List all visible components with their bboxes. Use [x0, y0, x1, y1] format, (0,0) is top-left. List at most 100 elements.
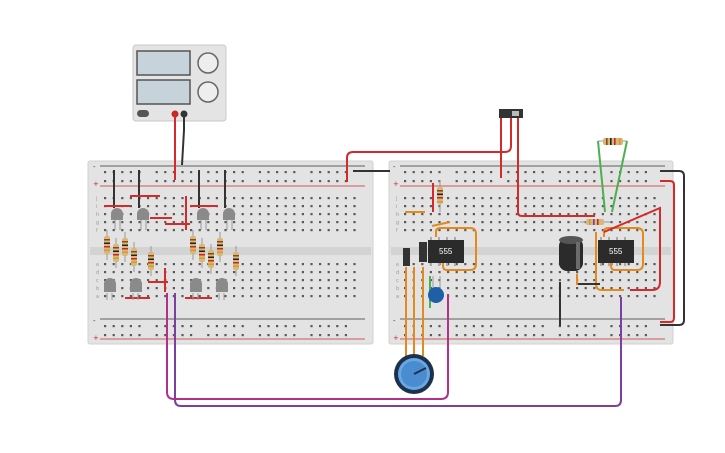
resistor[interactable] [122, 238, 128, 256]
breadboard-hole[interactable] [327, 197, 330, 200]
breadboard-hole[interactable] [558, 213, 561, 216]
breadboard-hole[interactable] [147, 197, 150, 200]
rail-hole[interactable] [541, 171, 544, 174]
rail-hole[interactable] [215, 334, 218, 337]
rail-hole[interactable] [490, 334, 493, 337]
breadboard-hole[interactable] [276, 287, 279, 290]
breadboard-hole[interactable] [455, 197, 458, 200]
breadboard-hole[interactable] [121, 279, 124, 282]
breadboard-hole[interactable] [190, 295, 193, 298]
breadboard-hole[interactable] [336, 271, 339, 274]
breadboard-hole[interactable] [447, 229, 450, 232]
breadboard-hole[interactable] [584, 271, 587, 274]
resistor[interactable] [208, 250, 214, 268]
breadboard-hole[interactable] [653, 295, 656, 298]
resistor[interactable] [217, 238, 223, 256]
breadboard-hole[interactable] [336, 205, 339, 208]
breadboard-hole[interactable] [172, 205, 175, 208]
breadboard-hole[interactable] [319, 229, 322, 232]
rail-hole[interactable] [284, 334, 287, 337]
breadboard-hole[interactable] [319, 205, 322, 208]
rail-hole[interactable] [155, 171, 158, 174]
rail-hole[interactable] [121, 180, 124, 183]
breadboard-hole[interactable] [190, 197, 193, 200]
breadboard-hole[interactable] [301, 295, 304, 298]
breadboard-hole[interactable] [155, 287, 158, 290]
rail-hole[interactable] [284, 325, 287, 328]
led[interactable] [111, 208, 123, 230]
breadboard-hole[interactable] [498, 205, 501, 208]
breadboard-hole[interactable] [293, 271, 296, 274]
breadboard-hole[interactable] [627, 287, 630, 290]
breadboard-hole[interactable] [412, 205, 415, 208]
rail-hole[interactable] [464, 171, 467, 174]
breadboard-hole[interactable] [412, 229, 415, 232]
breadboard-hole[interactable] [507, 213, 510, 216]
breadboard-hole[interactable] [112, 229, 115, 232]
breadboard-hole[interactable] [224, 229, 227, 232]
rail-hole[interactable] [104, 171, 107, 174]
breadboard-hole[interactable] [276, 205, 279, 208]
breadboard-hole[interactable] [593, 229, 596, 232]
breadboard-hole[interactable] [541, 229, 544, 232]
rail-hole[interactable] [558, 334, 561, 337]
rail-hole[interactable] [515, 325, 518, 328]
breadboard-hole[interactable] [250, 229, 253, 232]
breadboard-hole[interactable] [593, 271, 596, 274]
breadboard-hole[interactable] [524, 221, 527, 224]
breadboard-hole[interactable] [233, 271, 236, 274]
breadboard-hole[interactable] [541, 271, 544, 274]
rail-hole[interactable] [344, 180, 347, 183]
breadboard-hole[interactable] [576, 213, 579, 216]
breadboard-hole[interactable] [636, 197, 639, 200]
breadboard-hole[interactable] [490, 213, 493, 216]
breadboard-hole[interactable] [250, 287, 253, 290]
breadboard-hole[interactable] [558, 229, 561, 232]
rail-hole[interactable] [464, 334, 467, 337]
rail-hole[interactable] [284, 180, 287, 183]
breadboard-hole[interactable] [129, 271, 132, 274]
breadboard-hole[interactable] [181, 271, 184, 274]
breadboard-hole[interactable] [567, 213, 570, 216]
breadboard-hole[interactable] [653, 197, 656, 200]
breadboard-hole[interactable] [404, 205, 407, 208]
rail-hole[interactable] [336, 334, 339, 337]
breadboard-hole[interactable] [653, 205, 656, 208]
rail-hole[interactable] [155, 180, 158, 183]
breadboard-hole[interactable] [619, 279, 622, 282]
breadboard-hole[interactable] [301, 229, 304, 232]
breadboard-hole[interactable] [490, 295, 493, 298]
breadboard-hole[interactable] [336, 229, 339, 232]
breadboard-hole[interactable] [481, 229, 484, 232]
breadboard-hole[interactable] [215, 229, 218, 232]
breadboard-hole[interactable] [455, 263, 458, 266]
breadboard-hole[interactable] [353, 279, 356, 282]
rail-hole[interactable] [293, 180, 296, 183]
breadboard-hole[interactable] [344, 295, 347, 298]
rail-hole[interactable] [319, 171, 322, 174]
breadboard-hole[interactable] [584, 229, 587, 232]
rail-hole[interactable] [104, 325, 107, 328]
led[interactable] [216, 278, 228, 300]
rail-hole[interactable] [155, 334, 158, 337]
breadboard-hole[interactable] [198, 295, 201, 298]
breadboard-hole[interactable] [507, 229, 510, 232]
breadboard-hole[interactable] [644, 271, 647, 274]
breadboard-hole[interactable] [541, 221, 544, 224]
rail-hole[interactable] [336, 171, 339, 174]
resistor-group-left[interactable] [104, 230, 239, 276]
breadboard-hole[interactable] [524, 271, 527, 274]
breadboard-hole[interactable] [181, 295, 184, 298]
rail-hole[interactable] [267, 180, 270, 183]
breadboard-hole[interactable] [610, 221, 613, 224]
breadboard-hole[interactable] [147, 287, 150, 290]
breadboard-hole[interactable] [301, 271, 304, 274]
rail-hole[interactable] [438, 334, 441, 337]
breadboard-hole[interactable] [524, 229, 527, 232]
rail-hole[interactable] [584, 325, 587, 328]
breadboard-hole[interactable] [301, 221, 304, 224]
rail-hole[interactable] [276, 171, 279, 174]
rail-hole[interactable] [293, 334, 296, 337]
breadboard-hole[interactable] [181, 287, 184, 290]
breadboard-hole[interactable] [344, 213, 347, 216]
